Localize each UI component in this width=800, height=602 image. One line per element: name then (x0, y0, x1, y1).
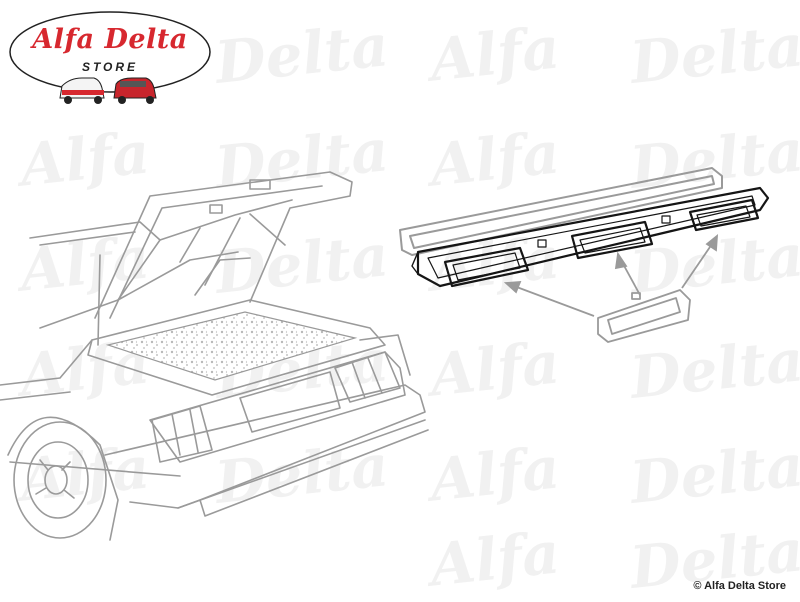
pointer-arrows (503, 234, 719, 317)
copyright-notice: © Alfa Delta Store (693, 580, 786, 592)
license-light-housing (411, 186, 770, 288)
logo-graphic (9, 11, 211, 104)
alfa-delta-store-logo: Alfa Delta STORE (8, 8, 212, 104)
car-icon (113, 77, 157, 104)
logo-title: Alfa Delta (32, 24, 188, 55)
rear-gasket (399, 167, 723, 256)
car-icon (59, 77, 105, 104)
car-rear-illustration (0, 171, 429, 541)
license-lamp-lens (597, 289, 691, 343)
trunk-carpet (105, 311, 358, 381)
logo-subtitle: STORE (81, 60, 139, 74)
